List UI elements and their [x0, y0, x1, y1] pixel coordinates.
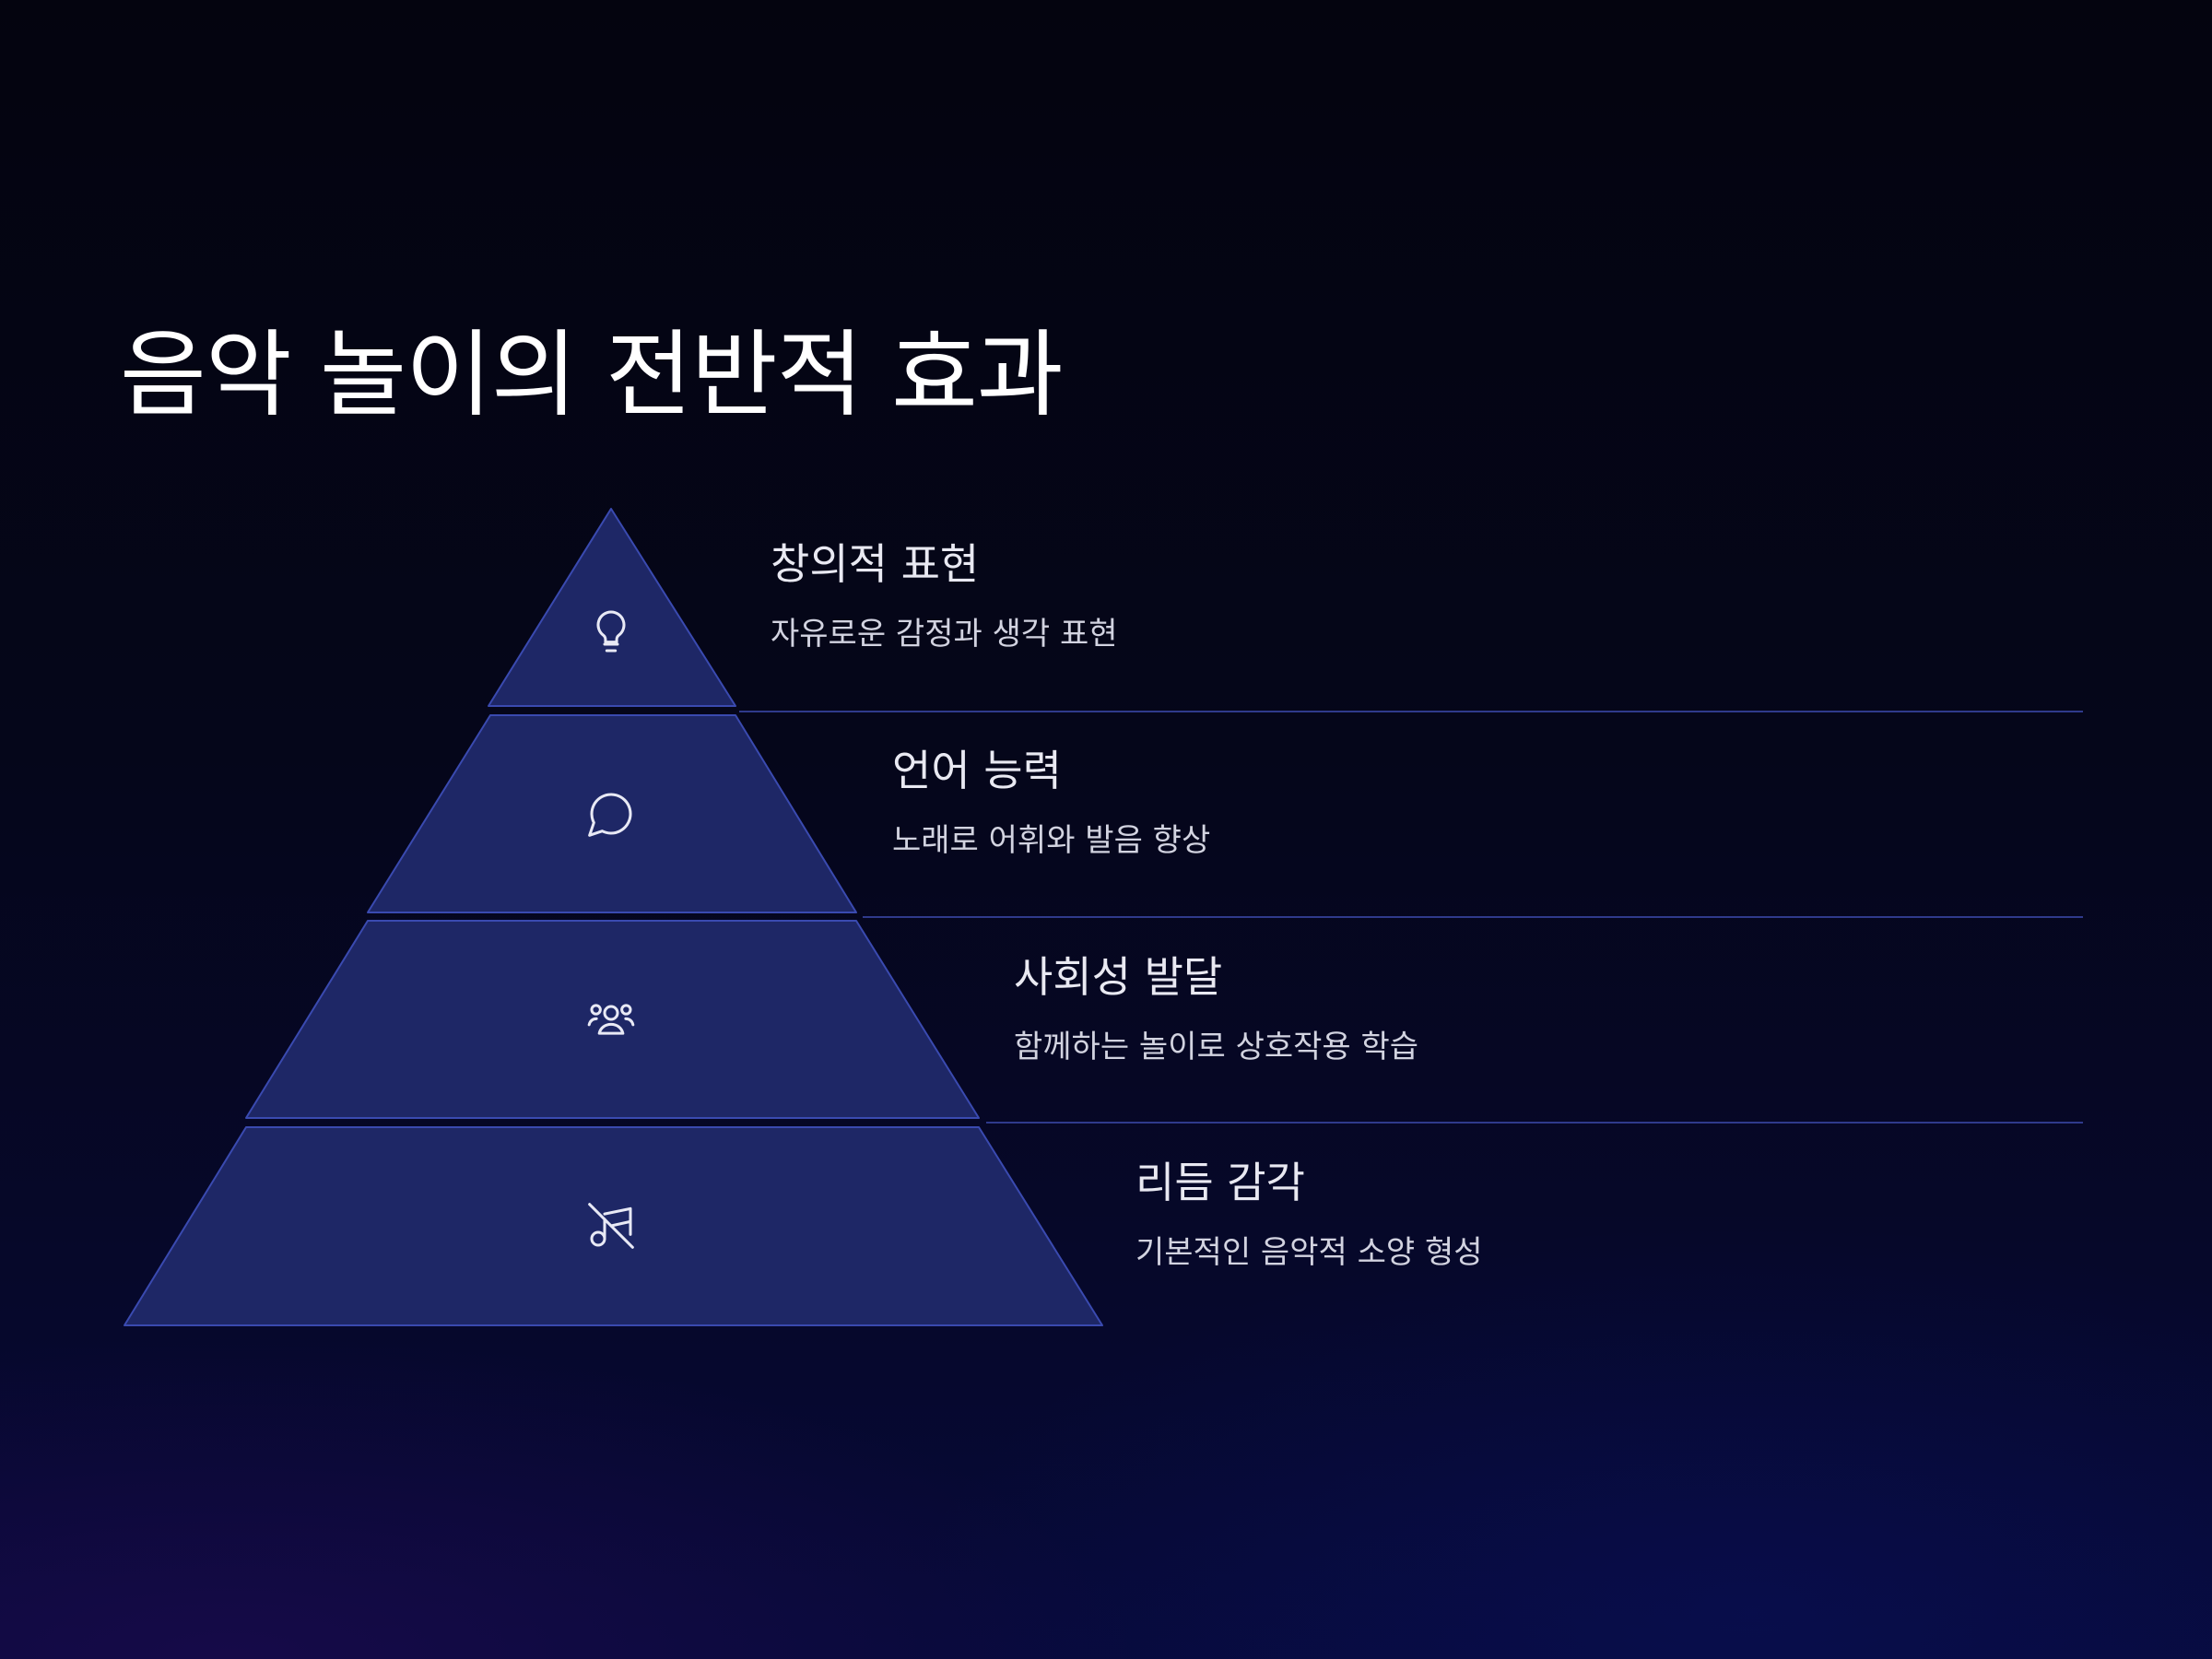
music-note-off-icon — [585, 1200, 637, 1252]
level-description: 기본적인 음악적 소양 형성 — [1135, 1234, 1483, 1272]
level-heading: 리듬 감각 — [1135, 1158, 1305, 1207]
users-icon — [585, 994, 637, 1045]
pyramid-level-1-segment — [488, 508, 736, 707]
level-heading: 사회성 발달 — [1014, 952, 1223, 1002]
level-description: 함께하는 놀이로 상호작용 학습 — [1014, 1029, 1419, 1066]
pyramid-level-1-text: 창의적 표현 자유로운 감정과 생각 표현 — [771, 539, 1118, 653]
level-heading: 언어 능력 — [892, 746, 1062, 795]
page-title: 음악 놀이의 전반적 효과 — [120, 321, 1064, 430]
level-heading: 창의적 표현 — [771, 539, 980, 589]
pyramid-level-2-segment — [367, 714, 857, 913]
pyramid-level-3-text: 사회성 발달 함께하는 놀이로 상호작용 학습 — [1014, 952, 1418, 1066]
pyramid-level-2-text: 언어 능력 노래로 어휘와 발음 향상 — [892, 746, 1210, 860]
pyramid-level-4-text: 리듬 감각 기본적인 음악적 소양 형성 — [1135, 1158, 1483, 1272]
speech-bubble-icon — [585, 788, 637, 840]
level-description: 노래로 어휘와 발음 향상 — [892, 822, 1211, 860]
level-description: 자유로운 감정과 생각 표현 — [771, 616, 1118, 653]
lightbulb-icon — [585, 606, 637, 657]
